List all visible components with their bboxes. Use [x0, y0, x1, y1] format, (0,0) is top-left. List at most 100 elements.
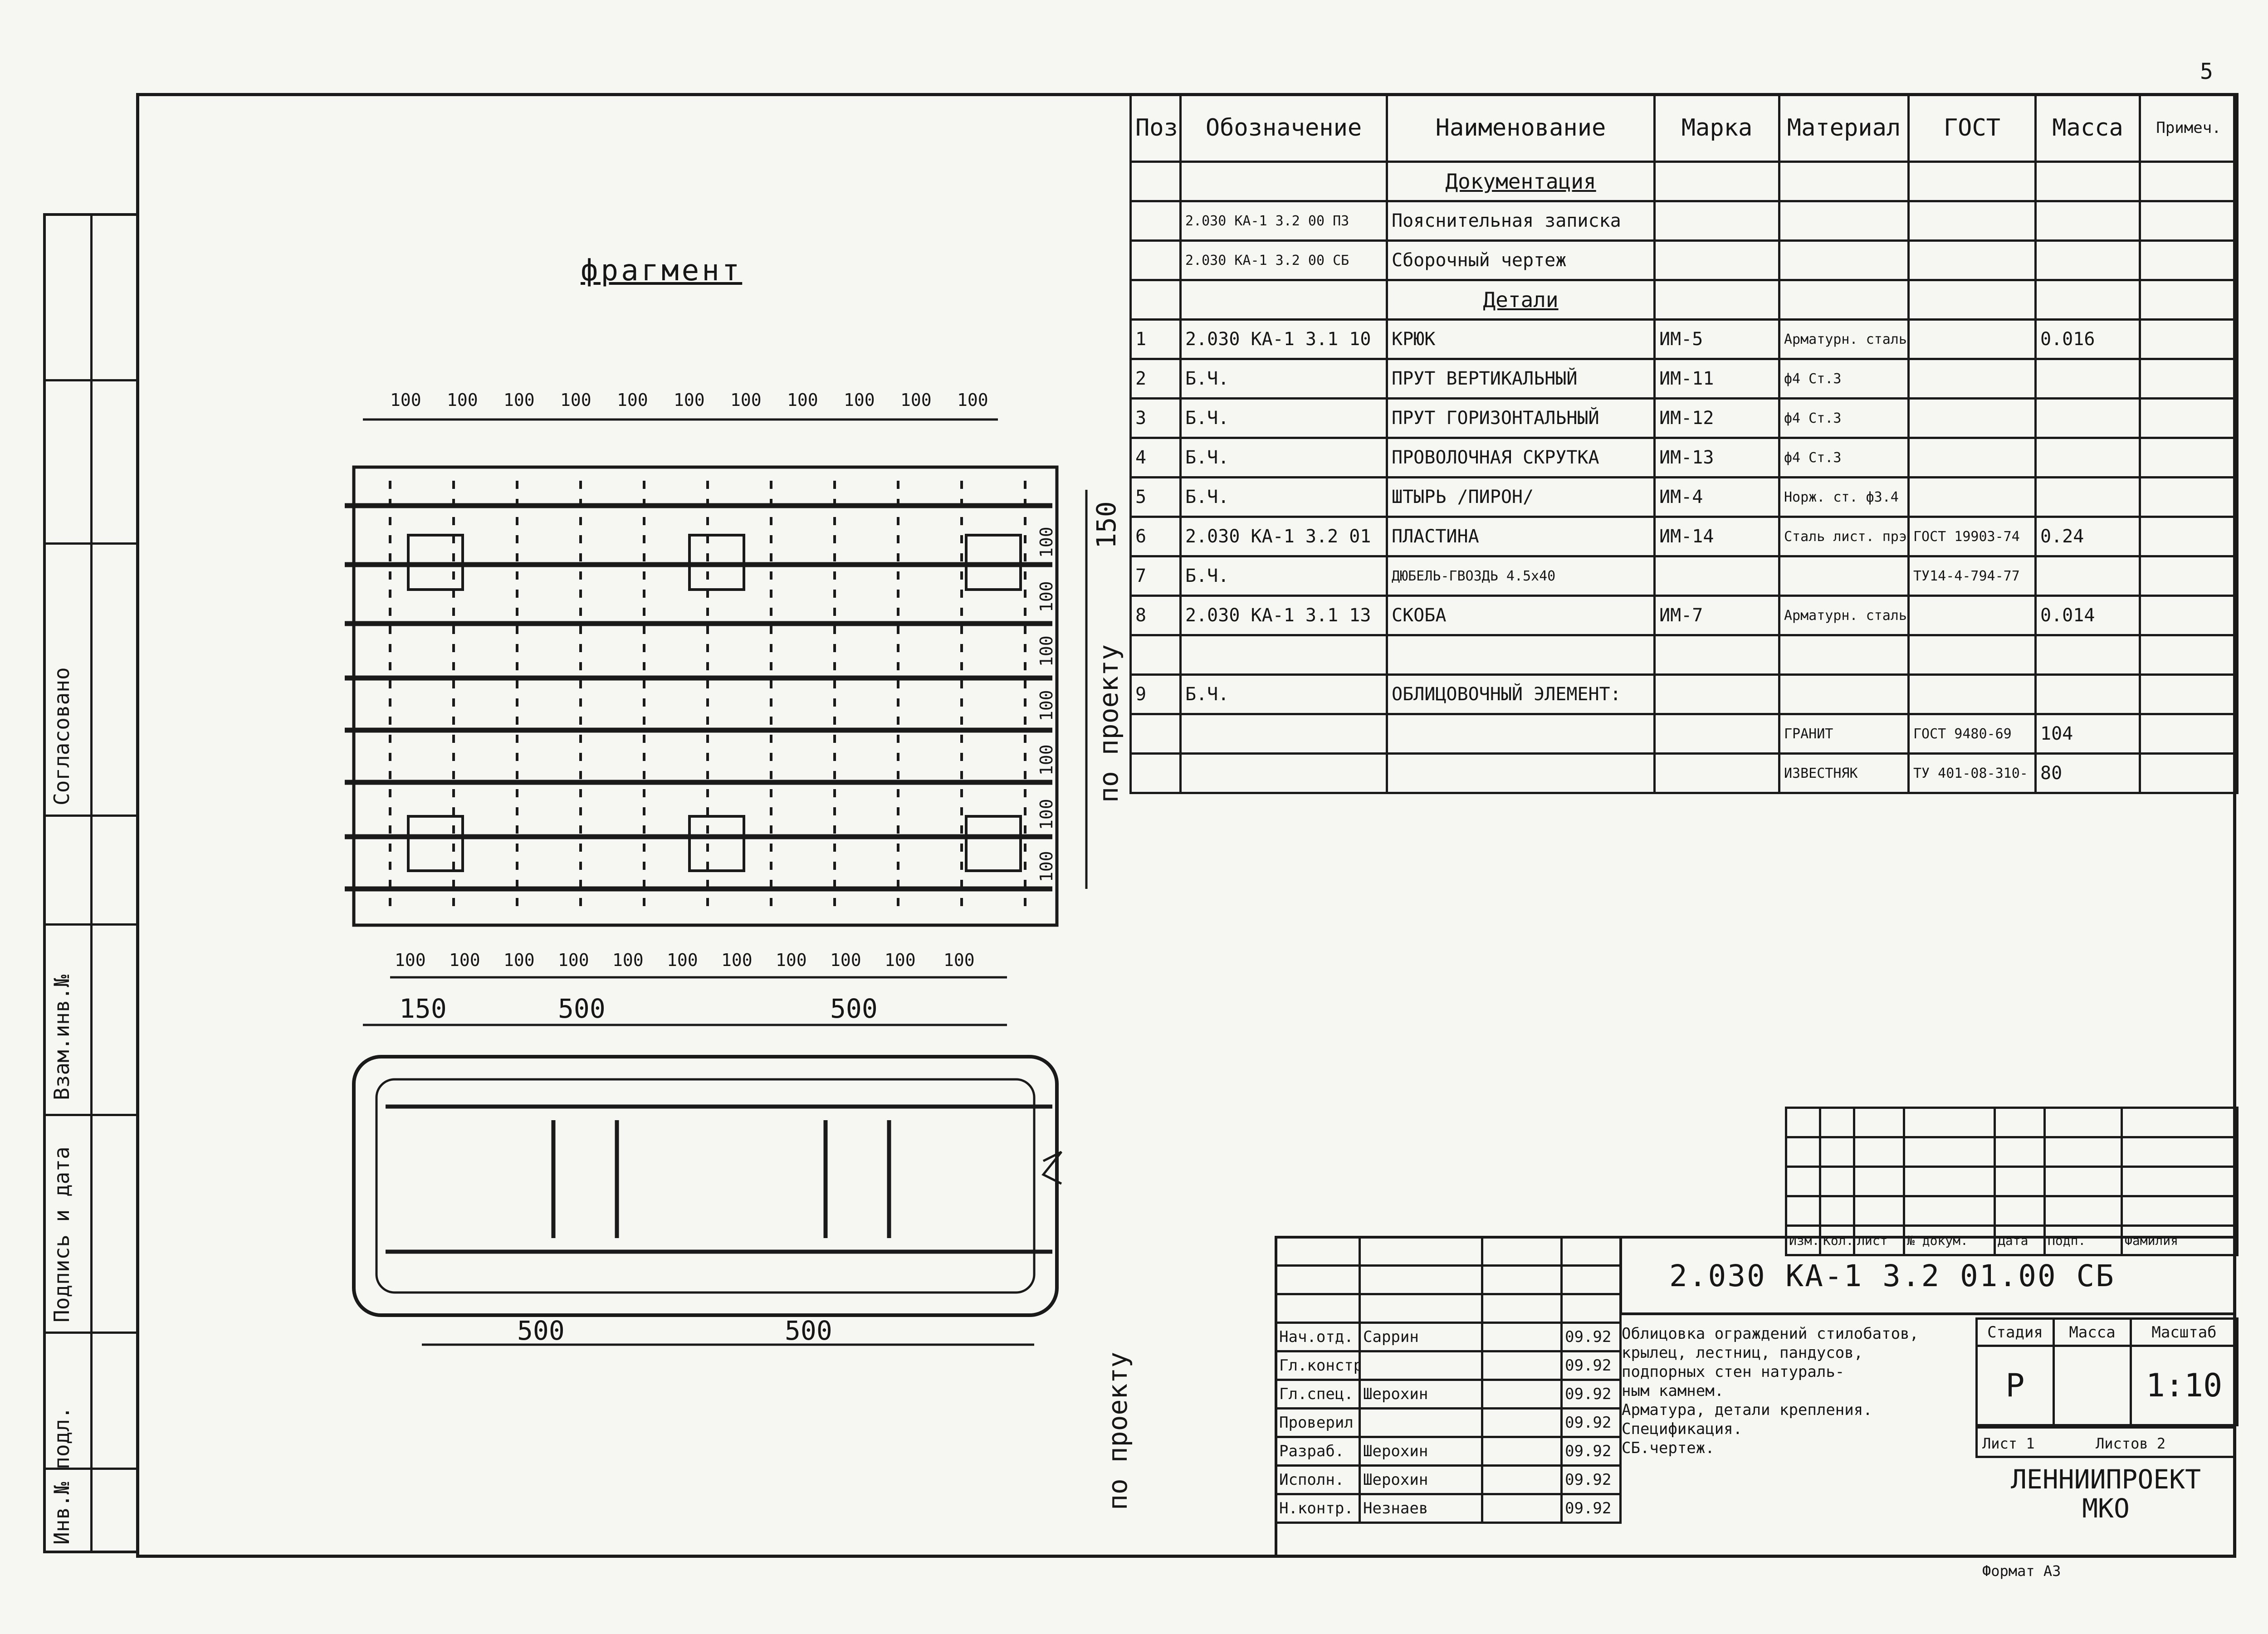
sheets-row: Лист 1 Листов 2	[1975, 1426, 2236, 1458]
cell	[2034, 239, 2141, 281]
section-dim-label: 500	[517, 1315, 565, 1346]
dim-label: 100	[503, 390, 535, 410]
by-project-label-section: по проекту	[1102, 1351, 1133, 1510]
cell	[1481, 1264, 1563, 1295]
cell	[2139, 358, 2239, 400]
signature	[1481, 1464, 1563, 1495]
cell	[1994, 1195, 2046, 1227]
dim-label: 100	[776, 950, 807, 970]
cell	[1560, 1264, 1622, 1295]
cell	[1994, 1107, 2046, 1138]
name: ДЮБЕЛЬ-ГВОЗДЬ 4.5х40	[1386, 555, 1656, 597]
pos	[1129, 634, 1182, 676]
mark: ИМ-13	[1653, 437, 1780, 478]
cell	[1653, 200, 1780, 242]
stage-value: Р	[1975, 1345, 2055, 1426]
name	[1386, 713, 1656, 755]
mass	[2034, 358, 2141, 400]
signer-name: Шерохин	[1359, 1379, 1483, 1410]
dim-label: 100	[390, 390, 421, 410]
sig-row	[1275, 1264, 1622, 1295]
signature	[1481, 1350, 1563, 1381]
material	[1778, 634, 1910, 676]
strip-line	[46, 542, 137, 545]
section-outline	[352, 1055, 1059, 1317]
cell	[1653, 239, 1780, 281]
role: Н.контр.	[1275, 1493, 1361, 1524]
table-row: 9 Б.Ч. ОБЛИЦОВОЧНЫЙ ЭЛЕМЕНТ:	[1129, 673, 2239, 715]
col-material: Материал	[1778, 93, 1910, 163]
org-line: ЛЕННИИПРОЕКТ	[2010, 1464, 2201, 1495]
signature	[1481, 1493, 1563, 1524]
specification-table: Поз. Обозначение Наименование Марка Мате…	[1129, 93, 2239, 794]
cell	[2034, 161, 2141, 202]
cell	[1903, 1195, 1996, 1227]
cell	[1778, 161, 1910, 202]
col-gost: ГОСТ	[1907, 93, 2037, 163]
rev-header-row: Изм. Кол.уч. Лист № докум. Дата Подп. Фа…	[1785, 1224, 2239, 1256]
document-description: Облицовка ограждений стилобатов, крылец,…	[1622, 1324, 1971, 1458]
material: ф4 Ст.3	[1778, 397, 1910, 439]
signer-name: Шерохин	[1359, 1436, 1483, 1467]
material: Норж. ст. ф3.4	[1778, 476, 1910, 518]
rev-col: № докум.	[1903, 1224, 1996, 1256]
code: 2.030 КА-1 3.2 01	[1179, 516, 1388, 557]
material: ф4 Ст.3	[1778, 437, 1910, 478]
name: ПЛАСТИНА	[1386, 516, 1656, 557]
stage-box: Стадия Масса Масштаб Р 1:10	[1975, 1317, 2239, 1426]
gost	[1907, 397, 2037, 439]
desc-line: Спецификация.	[1622, 1420, 1743, 1438]
cell	[2043, 1195, 2123, 1227]
dim-label: 100	[787, 390, 818, 410]
mark: ИМ-5	[1653, 318, 1780, 360]
section-inner	[375, 1078, 1036, 1294]
code: Б.Ч.	[1179, 397, 1388, 439]
mark: ИМ-11	[1653, 358, 1780, 400]
organization: ЛЕННИИПРОЕКТ МКО	[1975, 1465, 2236, 1523]
cell	[1179, 161, 1388, 202]
vertical-rods	[389, 481, 1026, 916]
cell	[1778, 200, 1910, 242]
gost: ГОСТ 19903-74	[1907, 516, 2037, 557]
code: 2.030 КА-1 3.1 13	[1179, 595, 1388, 636]
dim-label: 100	[558, 950, 589, 970]
cell	[1819, 1195, 1855, 1227]
signer-name: Саррин	[1359, 1322, 1483, 1352]
sig-row	[1275, 1236, 1622, 1267]
signer-name	[1359, 1407, 1483, 1438]
dim-label: 100	[830, 950, 861, 970]
mass: 0.24	[2034, 516, 2141, 557]
pos: 8	[1129, 595, 1182, 636]
col-code: Обозначение	[1179, 93, 1388, 163]
role: Разраб.	[1275, 1436, 1361, 1467]
cell	[2043, 1136, 2123, 1168]
format-label: Формат А3	[1982, 1562, 2061, 1580]
cell	[2139, 634, 2239, 676]
role: Проверил	[1275, 1407, 1361, 1438]
section-row: Документация	[1129, 161, 2239, 202]
gost	[1907, 437, 2037, 478]
code	[1179, 752, 1388, 794]
mass	[2034, 476, 2141, 518]
mass-value	[2053, 1345, 2132, 1426]
signature	[1481, 1407, 1563, 1438]
cell	[1129, 239, 1182, 281]
dim-label: 100	[943, 950, 975, 970]
plan-outline	[352, 465, 1059, 927]
cell	[2034, 279, 2141, 321]
desc-line: подпорных стен натураль-	[1622, 1363, 1845, 1381]
dim-sum-label: 500	[558, 993, 606, 1024]
rev-col: Фамилия	[2121, 1224, 2239, 1256]
code: Б.Ч.	[1179, 673, 1388, 715]
cell	[1785, 1195, 1821, 1227]
cell	[2139, 161, 2239, 202]
dim-label: 100	[1036, 690, 1056, 721]
table-row	[1129, 634, 2239, 676]
sig-date: 09.92	[1560, 1407, 1622, 1438]
table-row: 1 2.030 КА-1 3.1 10 КРЮК ИМ-5 Арматурн. …	[1129, 318, 2239, 360]
strip-line	[46, 815, 137, 817]
cell	[1785, 1136, 1821, 1168]
